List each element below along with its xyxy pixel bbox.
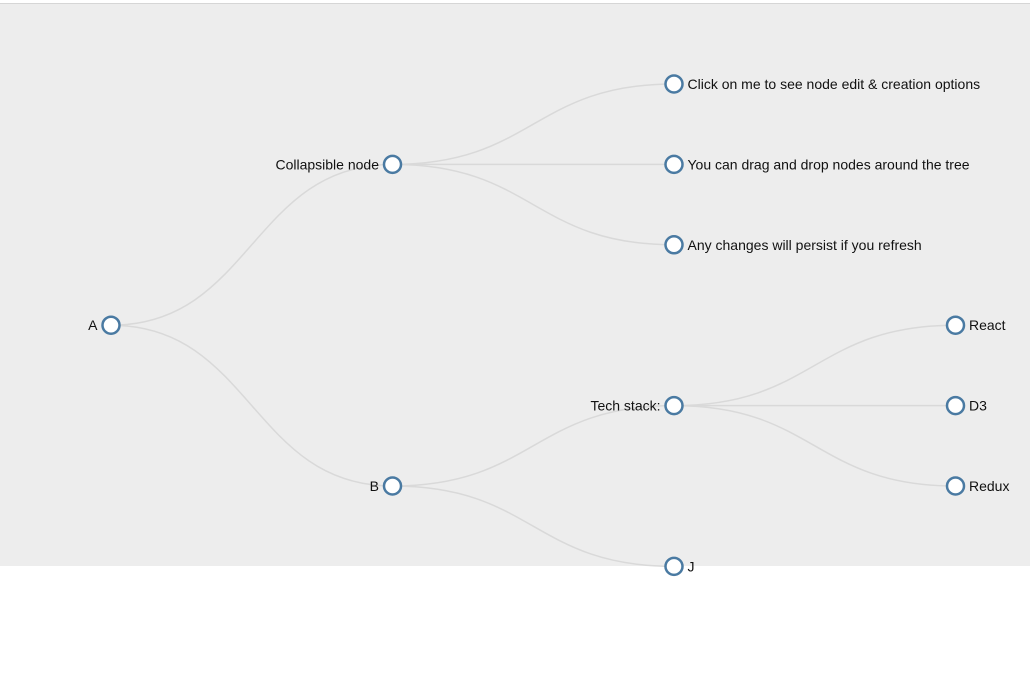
node-label: Click on me to see node edit & creation … [688,76,981,92]
link-tech-stack-to-react [673,324,956,407]
node-circle[interactable] [382,476,403,496]
node-circle[interactable] [664,235,684,255]
link-b-to-j [392,485,675,568]
tree-node-a[interactable]: A [88,315,121,335]
tree-node-react[interactable]: React [945,315,1006,335]
node-label: Any changes will persist if you refresh [688,237,922,253]
link-collapsible-node-to-click-on-me-to-see-node-edit-creation-options [392,83,675,166]
tree-node-you-can-drag-and-drop-nodes-around-the-tree[interactable]: You can drag and drop nodes around the t… [664,154,970,175]
node-circle[interactable] [101,315,121,335]
node-label: You can drag and drop nodes around the t… [688,156,970,172]
tree-node-b[interactable]: B [370,476,403,496]
tree-node-any-changes-will-persist-if-you-refresh[interactable]: Any changes will persist if you refresh [664,235,922,255]
node-label: J [688,558,695,574]
tree-node-j[interactable]: J [664,556,695,577]
node-circle[interactable] [382,154,403,175]
tree-node-redux[interactable]: Redux [945,476,1009,496]
node-label: React [969,317,1006,333]
tree-node-d3[interactable]: D3 [945,395,987,416]
node-circle[interactable] [945,395,966,416]
link-collapsible-node-to-any-changes-will-persist-if-you-refresh [392,163,675,246]
node-label: Collapsible node [275,156,379,172]
node-label: Redux [969,478,1009,494]
node-circle[interactable] [945,476,966,496]
node-label: D3 [969,398,987,414]
tree-node-collapsible-node[interactable]: Collapsible node [275,154,403,175]
node-circle[interactable] [664,74,684,94]
tree-background [0,4,1030,566]
node-label: A [88,317,98,333]
node-label: Tech stack: [590,398,660,414]
link-a-to-collapsible-node [110,163,393,326]
node-circle[interactable] [945,315,966,335]
node-circle[interactable] [664,154,684,175]
nodes-layer: A Collapsible node Click on me to see node… [88,74,1009,577]
node-label: B [370,478,379,494]
node-circle[interactable] [664,395,684,416]
node-circle[interactable] [664,556,684,577]
tree-node-click-on-me-to-see-node-edit-creation-options[interactable]: Click on me to see node edit & creation … [664,74,981,94]
link-b-to-tech-stack [392,404,675,487]
tree-node-tech-stack[interactable]: Tech stack: [590,395,684,416]
links-layer [110,83,956,568]
link-tech-stack-to-redux [673,404,956,487]
link-a-to-b [110,324,393,487]
